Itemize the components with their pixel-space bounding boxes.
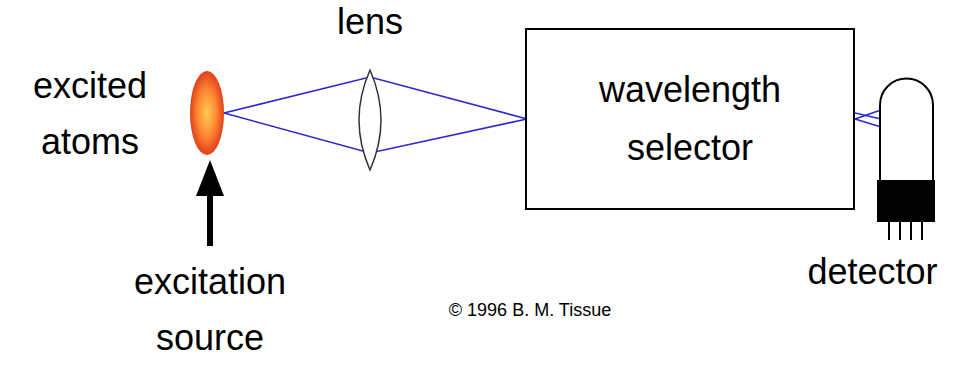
part-label: excited atoms: [2, 58, 178, 170]
excitation-arrow: [196, 160, 224, 246]
lens-shape: [359, 70, 381, 170]
detector-symbol: [877, 79, 935, 241]
copyright-note: © 1996 B. M. Tissue: [400, 298, 660, 322]
part-label: lens: [300, 0, 440, 44]
part-label: detector: [790, 250, 955, 294]
part-label: excitation source: [90, 254, 330, 366]
process-box: wavelength selector: [525, 28, 855, 210]
box-text: wavelength selector: [588, 61, 793, 177]
excited-atoms: [190, 71, 224, 155]
